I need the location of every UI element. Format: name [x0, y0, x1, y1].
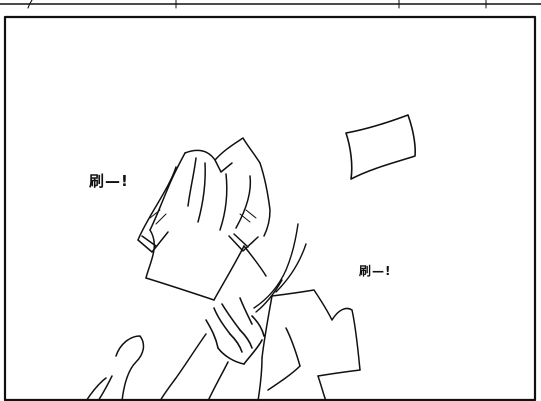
second-shirt	[257, 289, 361, 401]
motion-lines	[149, 209, 257, 225]
bottom-left-figures	[85, 335, 145, 401]
reaching-hand	[205, 297, 265, 365]
arm-sleeve	[159, 333, 229, 401]
previous-panel-strip	[0, 0, 541, 9]
sound-effect-right: 刷—!	[359, 264, 392, 278]
flying-shirt	[137, 137, 271, 301]
flying-paper	[345, 114, 416, 180]
sound-effect-left: 刷—!	[89, 172, 129, 190]
flying-fabric	[253, 223, 307, 313]
panel-border	[3, 15, 537, 401]
